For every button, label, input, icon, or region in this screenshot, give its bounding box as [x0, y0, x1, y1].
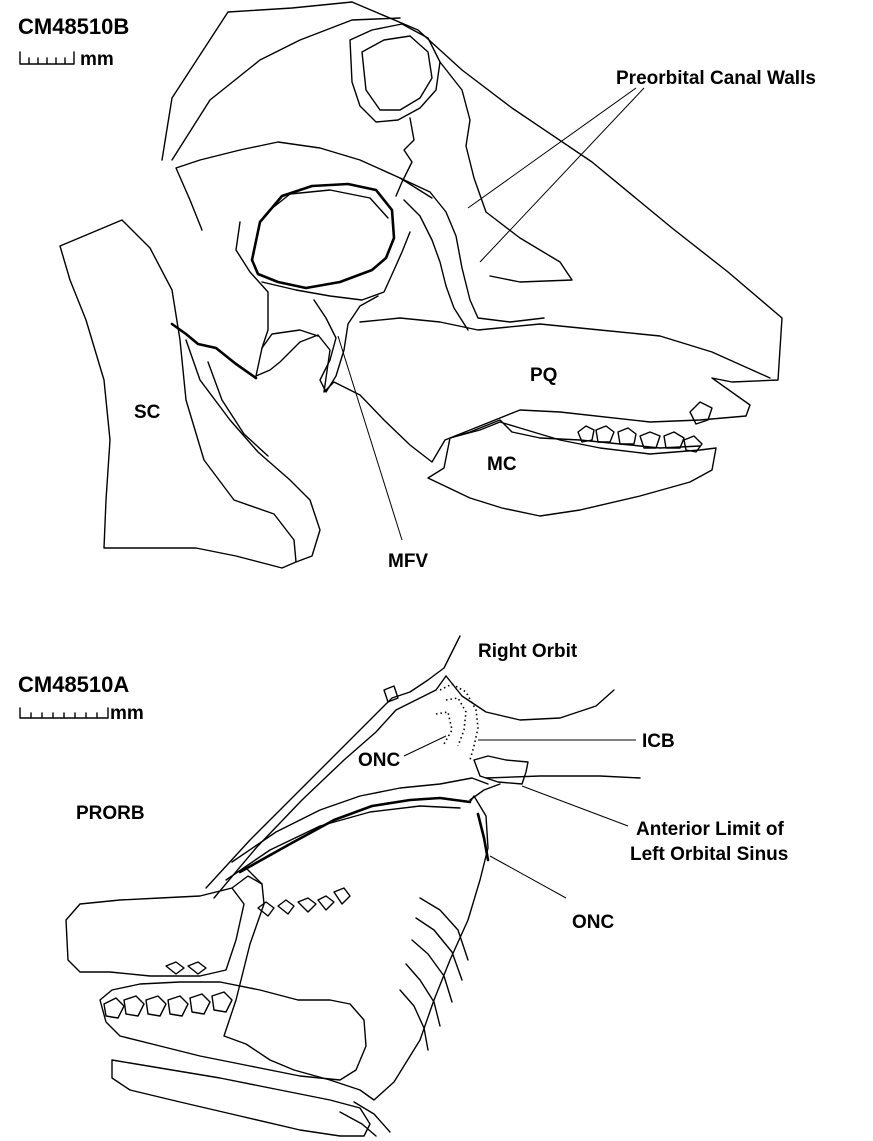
- upper-jaw: [66, 888, 244, 976]
- scale-bar-a: mm: [20, 703, 144, 724]
- leader-anterior-limit: [522, 786, 628, 826]
- icb-dotted: [436, 684, 478, 760]
- label-onc-upper: ONC: [358, 750, 401, 771]
- teeth-upper-a: [166, 888, 350, 974]
- panel-a: CM48510A mm: [18, 636, 788, 1136]
- preorbital-ridge: [440, 62, 572, 282]
- preorbital-wall-lower: [400, 178, 544, 322]
- sinus-line-upper: [486, 776, 640, 778]
- label-mfv: MFV: [388, 551, 428, 572]
- specimen-id-b: CM48510B: [18, 14, 129, 39]
- panel-b: CM48510B mm: [18, 2, 816, 572]
- orbital-floor: [262, 232, 410, 300]
- sc-outline: [60, 220, 296, 568]
- snout-ridge: [240, 798, 470, 872]
- label-anterior-limit-line2: Left Orbital Sinus: [630, 844, 788, 865]
- lower-jaw-lower: [112, 1060, 370, 1136]
- label-right-orbit: Right Orbit: [478, 641, 578, 662]
- label-icb: ICB: [642, 731, 675, 752]
- lower-orbit: [252, 184, 394, 288]
- scale-unit-a: mm: [110, 703, 144, 724]
- label-sc: SC: [134, 402, 161, 423]
- rostrum-upper-outline: [206, 636, 460, 888]
- pq-upper-edge: [360, 318, 770, 378]
- upper-jaw-seam: [232, 876, 262, 888]
- specimen-id-a: CM48510A: [18, 672, 129, 697]
- upper-orbit-inner: [362, 36, 432, 110]
- mc-upper-margin: [450, 420, 700, 448]
- label-onc-lower: ONC: [572, 912, 615, 933]
- mfv-process: [314, 296, 378, 392]
- sc-right-lobe: [186, 340, 320, 562]
- orbit-right-stem: [404, 200, 468, 330]
- label-anterior-limit-line1: Anterior Limit of: [636, 819, 784, 840]
- right-orbit-arc: [446, 676, 614, 720]
- scale-bar-b: mm: [20, 49, 114, 70]
- leader-onc-upper: [404, 736, 446, 756]
- leader-canal-2: [480, 88, 644, 262]
- label-prorb: PRORB: [76, 803, 145, 824]
- teeth-upper-b: [578, 402, 712, 452]
- teeth-lower-a: [104, 992, 232, 1018]
- leader-canal-1: [468, 88, 636, 208]
- sc-inner: [208, 362, 268, 456]
- scale-unit-b: mm: [80, 49, 114, 70]
- mc-outline: [428, 422, 716, 516]
- gill-arches: [340, 898, 468, 1136]
- leader-mfv: [338, 336, 402, 540]
- sc-fracture: [172, 324, 256, 378]
- sinus-block: [474, 756, 528, 784]
- label-mc: MC: [487, 454, 517, 475]
- label-pq: PQ: [530, 365, 557, 386]
- orbit-left-stem: [236, 222, 268, 348]
- leader-onc-lower: [490, 856, 566, 898]
- label-preorbital-canal-walls: Preorbital Canal Walls: [616, 68, 816, 89]
